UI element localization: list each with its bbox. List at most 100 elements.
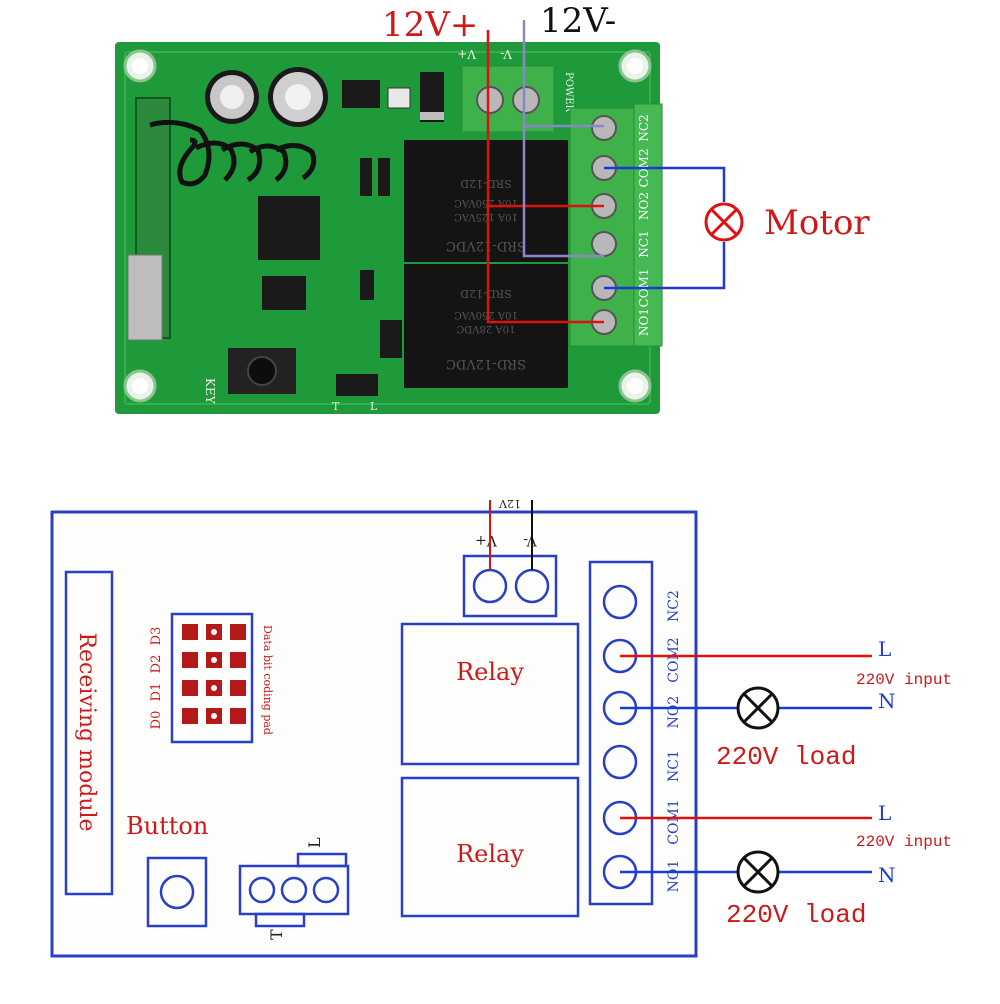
label-input-lower: 220V input xyxy=(856,833,952,851)
relay-lower-box xyxy=(400,776,580,918)
top-terminal-label-nc2: NC2 xyxy=(637,114,651,141)
coding-pad-cell xyxy=(182,624,198,640)
relay-upper-box xyxy=(400,622,580,766)
relay-2-model: SRD-12VDC xyxy=(446,356,526,371)
wire-motor-com1 xyxy=(604,242,726,290)
antenna-coil xyxy=(149,119,317,187)
receiving-module-box xyxy=(64,570,114,896)
relay-1-model: SRD-12VDC xyxy=(446,238,526,253)
bottom-terminal-label-nc2: NC2 xyxy=(666,590,682,622)
label-12v-minus: 12V- xyxy=(540,1,616,41)
coding-pad-dot xyxy=(211,629,217,635)
label-load-lower: 220V load xyxy=(726,900,866,930)
power-terminal-box xyxy=(462,554,558,618)
relay-1-rating-1: 10A 250VAC xyxy=(454,197,518,208)
coding-pad-col-d3: D3 xyxy=(149,627,164,646)
jumper-t-label: T xyxy=(332,400,340,413)
decoder-ic xyxy=(258,196,320,260)
relay-2-photo: SRD-12D 10A 250VAC 10A 28VDC SRD-12VDC xyxy=(404,264,568,388)
schematic-board-outline xyxy=(50,510,698,958)
coding-pad-cell xyxy=(230,680,246,696)
bottom-terminal-label-com2: COM2 xyxy=(666,637,682,682)
coding-pad-cell xyxy=(182,708,198,724)
mounting-holes xyxy=(123,49,652,403)
top-screw-nc2 xyxy=(591,115,617,141)
top-wiring xyxy=(486,20,726,324)
power-terminal-photo: V+ V- POWER xyxy=(457,47,574,133)
board-vminus-label: V- xyxy=(500,47,513,61)
smd-component xyxy=(387,87,411,109)
label-load-upper: 220V load xyxy=(716,742,856,772)
label-n-lower: N xyxy=(878,863,896,887)
tl-jumper xyxy=(238,852,350,928)
bottom-terminal-label-no1: NO1 xyxy=(666,860,682,893)
coding-pad-box xyxy=(170,612,254,744)
bottom-screw-nc1 xyxy=(602,744,638,780)
bottom-terminal-label-nc1: NC1 xyxy=(666,750,682,782)
relay-1-brand: SRD-12D xyxy=(460,177,512,190)
vplus-label: V+ xyxy=(475,532,498,548)
coding-pad-col-d2: D2 xyxy=(149,655,164,674)
coding-pad-dot xyxy=(211,685,217,691)
jumper-l-label: L xyxy=(305,837,324,848)
coding-pad-col-d1: D1 xyxy=(149,683,164,702)
relay-2-rating-1: 10A 250VAC xyxy=(454,309,518,320)
v12-label: 12V xyxy=(498,497,521,510)
coding-pad-cell xyxy=(182,652,198,668)
coding-pad-cell xyxy=(230,708,246,724)
coding-pad-cell xyxy=(182,680,198,696)
wire-12v-plus xyxy=(486,30,604,324)
label-motor: Motor xyxy=(764,203,870,243)
receiving-module-label: Receiving module xyxy=(74,632,99,831)
relay-upper-label: Relay xyxy=(456,658,524,686)
relay-2-rating-3: 10A 28VDC xyxy=(456,323,515,334)
output-terminal-box xyxy=(588,560,654,906)
button-circle xyxy=(159,874,195,910)
bottom-screw-nc2 xyxy=(602,584,638,620)
relay-1-rating-2: 10A 125VAC xyxy=(454,211,518,222)
wire-motor-com2 xyxy=(604,166,726,202)
regulator-chip xyxy=(342,80,380,108)
button-box xyxy=(146,856,208,928)
power-label: POWER xyxy=(563,72,574,113)
label-l-lower: L xyxy=(878,801,891,825)
motor-lamp-icon xyxy=(704,202,744,242)
coding-pad-col-d0: D0 xyxy=(149,711,164,730)
capacitors xyxy=(205,67,328,127)
label-input-upper: 220V input xyxy=(856,671,952,689)
jumper-t-label: T xyxy=(267,929,286,940)
coding-pad-grid xyxy=(182,624,246,724)
coding-pad-label: Data bit coding pad xyxy=(261,625,274,735)
relay-1-photo: SRD-12D 10A 250VAC 10A 125VAC SRD-12VDC xyxy=(404,140,568,262)
crystal xyxy=(127,254,163,341)
board-vplus-label: V+ xyxy=(457,47,477,61)
vminus-label: V- xyxy=(523,532,538,548)
label-l-upper: L xyxy=(878,637,891,661)
jumper-header xyxy=(336,374,378,396)
relay-lower-label: Relay xyxy=(456,840,524,868)
small-ic xyxy=(262,276,306,310)
button-label: Button xyxy=(126,812,208,840)
load-lower-lamp-icon xyxy=(736,850,780,894)
relay-2-brand: SRD-12D xyxy=(460,287,512,300)
pcb-photo: KEY T L SRD-12D 10A 250VAC 10A 125VAC SR… xyxy=(115,20,744,414)
coding-pad-dot xyxy=(211,713,217,719)
jumper-l-label: L xyxy=(370,400,378,413)
wire-12v-minus-branch xyxy=(522,126,604,258)
coding-pad-columns: D0 D1 D2 D3 xyxy=(149,627,164,730)
coding-pad-cell xyxy=(230,652,246,668)
coding-pad-dot xyxy=(211,657,217,663)
coding-pad-cell xyxy=(230,624,246,640)
bottom-terminal-label-com1: COM1 xyxy=(666,799,682,844)
top-terminal-label-no1: NO1 xyxy=(637,308,651,336)
top-screw-nc1 xyxy=(591,231,617,257)
top-terminal-label-nc1: NC1 xyxy=(637,230,651,257)
label-n-upper: N xyxy=(878,689,896,713)
bottom-terminal-label-no2: NO2 xyxy=(666,696,682,729)
key-label: KEY xyxy=(203,378,217,405)
load-upper-lamp-icon xyxy=(736,686,780,730)
